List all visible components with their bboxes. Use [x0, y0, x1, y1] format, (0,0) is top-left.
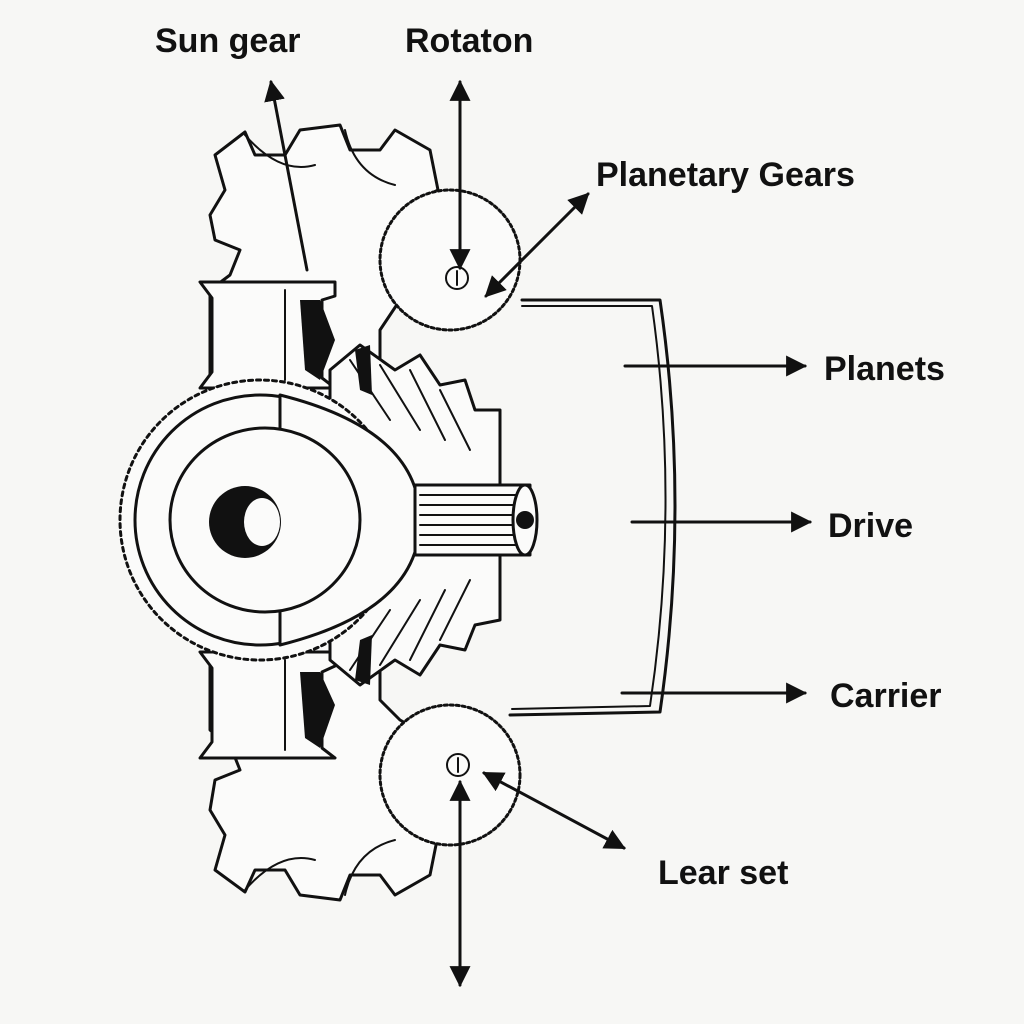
- upper-carrier-block: [198, 280, 337, 390]
- planetary-gears-arrow: [484, 192, 590, 298]
- carrier-label: Carrier: [830, 677, 942, 715]
- sun-gear-arrow: [264, 79, 309, 272]
- planetary-gears-label: Planetary Gears: [596, 156, 855, 194]
- sun-gear: [118, 378, 422, 662]
- sun-gear-label: Sun gear: [155, 22, 300, 60]
- drive-label: Drive: [828, 507, 913, 545]
- drive-shaft: [413, 483, 539, 557]
- planets-label: Planets: [824, 350, 945, 388]
- upper-planetary-gear: [378, 188, 522, 332]
- lower-planetary-gear: [378, 703, 522, 847]
- lear-set-label: Lear set: [658, 854, 788, 892]
- lower-carrier-block: [198, 650, 337, 760]
- carrier-bracket: [508, 298, 677, 717]
- leader-arrows: [264, 79, 813, 988]
- rotation-label: Rotaton: [405, 22, 533, 60]
- lear-set-arrow: [482, 771, 626, 850]
